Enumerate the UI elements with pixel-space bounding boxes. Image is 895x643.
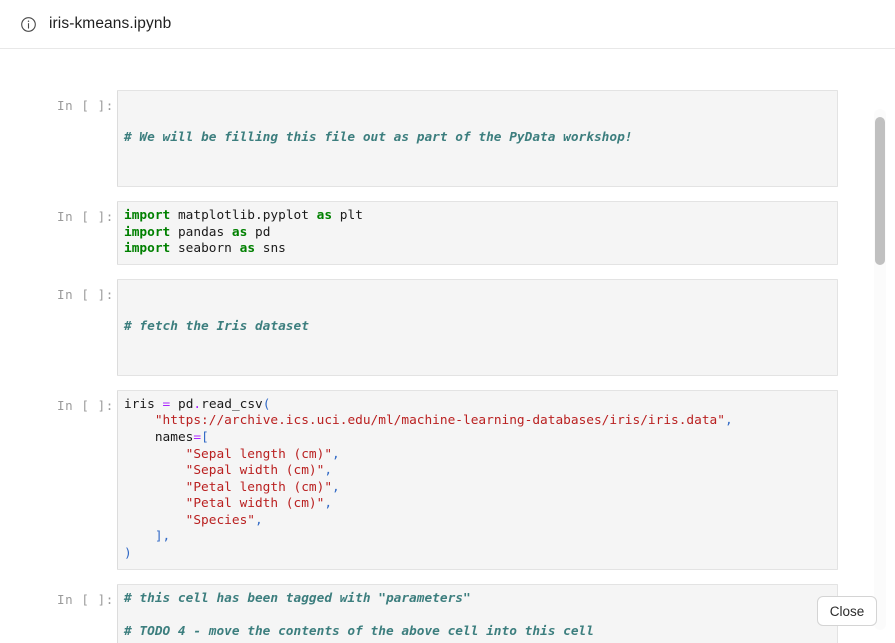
- cell-prompt: In [ ]:: [57, 286, 114, 302]
- notebook-scroll-area[interactable]: In [ ]: # We will be filling this file o…: [0, 49, 895, 643]
- cell-prompt: In [ ]:: [57, 591, 114, 607]
- code-line: "Petal width (cm)",: [185, 496, 333, 512]
- notebook-cell[interactable]: In [ ]: # this cell has been tagged with…: [0, 583, 895, 643]
- code-line: # TODO 4 - move the contents of the abov…: [124, 623, 594, 639]
- code-line: ],: [154, 529, 171, 545]
- code-line: names=[: [154, 429, 209, 445]
- close-button[interactable]: Close: [817, 596, 877, 626]
- info-circle-icon: [21, 16, 36, 32]
- code-token-comment: # We will be filling this file out as pa…: [124, 130, 633, 146]
- cell-prompt: In [ ]:: [57, 98, 114, 113]
- vertical-scrollbar[interactable]: [874, 109, 886, 630]
- cell-editor-read-csv[interactable]: iris = pd.read_csv( "https://archive.ics…: [117, 389, 838, 570]
- code-line: import matplotlib.pyplot as plt: [124, 207, 363, 223]
- titlebar: iris-kmeans.ipynb: [0, 0, 895, 49]
- cell-editor-intro-comment[interactable]: # We will be filling this file out as pa…: [117, 90, 838, 187]
- code-line: import pandas as pd: [124, 224, 271, 240]
- notebook-cell[interactable]: In [ ]: # fetch the Iris dataset: [0, 278, 895, 376]
- cell-prompt: In [ ]:: [57, 208, 114, 224]
- cell-prompt: In [ ]:: [57, 397, 114, 413]
- code-line: "Sepal width (cm)",: [185, 463, 333, 479]
- code-line: "Species",: [185, 512, 263, 528]
- code-line: "https://archive.ics.uci.edu/ml/machine-…: [154, 413, 733, 429]
- page-title: iris-kmeans.ipynb: [49, 15, 172, 32]
- scrollbar-thumb[interactable]: [875, 117, 885, 265]
- code-line: import seaborn as sns: [124, 241, 286, 257]
- code-line: # this cell has been tagged with "parame…: [124, 590, 471, 606]
- notebook-cell[interactable]: In [ ]: iris = pd.read_csv( "https://arc…: [0, 389, 895, 570]
- cell-editor-parameters[interactable]: # this cell has been tagged with "parame…: [117, 583, 838, 643]
- code-line: iris = pd.read_csv(: [124, 396, 271, 412]
- notebook-cell[interactable]: In [ ]: # We will be filling this file o…: [0, 90, 895, 187]
- code-line-blank: [124, 607, 829, 624]
- code-token-comment: # fetch the Iris dataset: [124, 318, 309, 334]
- code-line: ): [124, 546, 132, 562]
- code-line: "Petal length (cm)",: [185, 479, 340, 495]
- notebook-cell-list: In [ ]: # We will be filling this file o…: [0, 49, 895, 643]
- code-line: "Sepal length (cm)",: [185, 446, 340, 462]
- cell-editor-fetch-comment[interactable]: # fetch the Iris dataset: [117, 278, 838, 376]
